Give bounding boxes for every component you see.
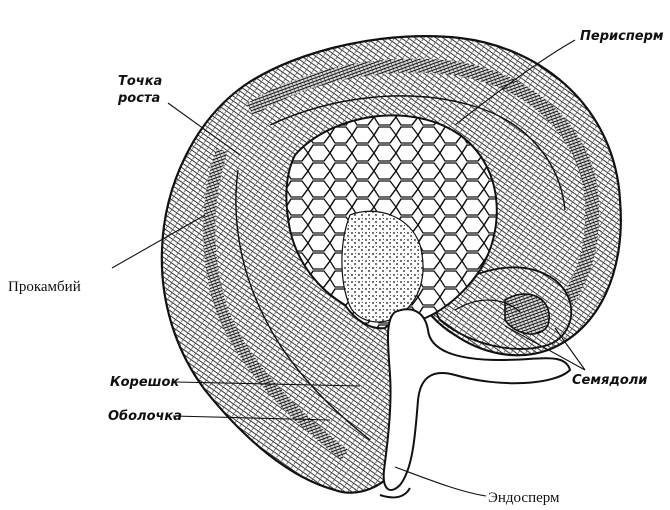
label-rootlet: Корешок xyxy=(110,375,180,390)
label-procambium: Прокамбий xyxy=(8,279,81,295)
label-growth-point-line1: Точка xyxy=(118,74,162,89)
label-endosperm: Эндосперм xyxy=(488,490,560,506)
label-cotyledons: Семядоли xyxy=(572,373,647,388)
label-perisperm: Перисперм xyxy=(580,29,664,44)
label-seed-coat: Оболочка xyxy=(108,409,182,424)
label-growth-point-line2: роста xyxy=(117,91,160,106)
dotted-tissue xyxy=(342,211,423,322)
